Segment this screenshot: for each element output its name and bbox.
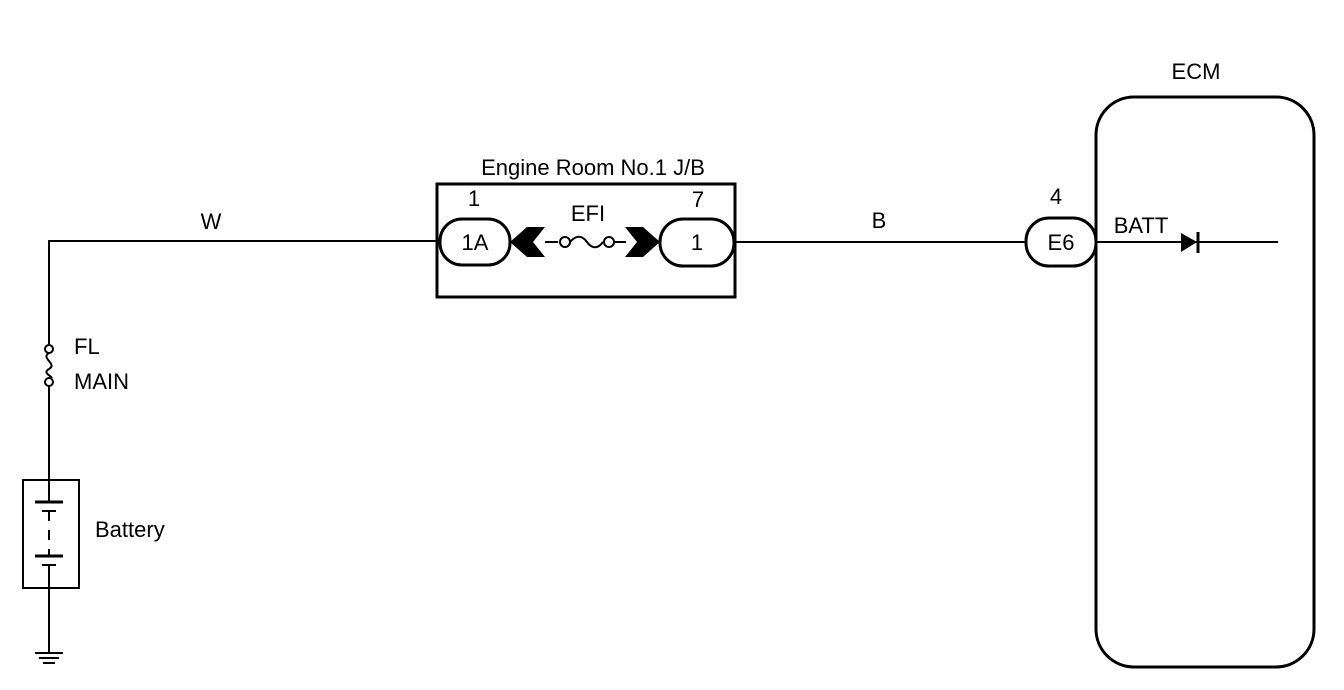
ground-icon bbox=[35, 652, 63, 664]
battery-label: Battery bbox=[95, 517, 165, 542]
fuse-terminal-right bbox=[603, 236, 615, 248]
diode-icon bbox=[1181, 233, 1197, 252]
junction-block-title: Engine Room No.1 J/B bbox=[481, 155, 705, 180]
wire-w bbox=[48, 240, 438, 344]
batt-terminal-label: BATT bbox=[1114, 213, 1169, 238]
ecm-title: ECM bbox=[1172, 59, 1221, 84]
right-chevron-icon bbox=[625, 227, 660, 257]
fuse-terminal-left bbox=[559, 236, 571, 248]
left-connector-pin: 1 bbox=[468, 186, 480, 211]
left-chevron-icon bbox=[510, 227, 545, 257]
fl-terminal-bottom bbox=[44, 377, 54, 387]
right-connector-label: 1 bbox=[691, 230, 703, 255]
fusible-link-icon bbox=[45, 352, 53, 379]
ecm-connector-label: E6 bbox=[1048, 230, 1075, 255]
wire-w-label: W bbox=[201, 209, 222, 234]
ecm-box bbox=[1094, 95, 1316, 669]
fl-terminal-top bbox=[44, 344, 54, 354]
wire-b-label: B bbox=[872, 208, 887, 233]
efi-fuse-label: EFI bbox=[571, 201, 605, 226]
battery-box bbox=[22, 479, 80, 589]
fl-label: FL bbox=[74, 334, 100, 359]
battery-icon bbox=[35, 480, 63, 588]
left-connector-label: 1A bbox=[462, 230, 489, 255]
ecm-connector-pin: 4 bbox=[1050, 184, 1062, 209]
right-connector-pin: 7 bbox=[692, 187, 704, 212]
main-label: MAIN bbox=[74, 369, 129, 394]
efi-fuse-icon bbox=[569, 235, 604, 249]
